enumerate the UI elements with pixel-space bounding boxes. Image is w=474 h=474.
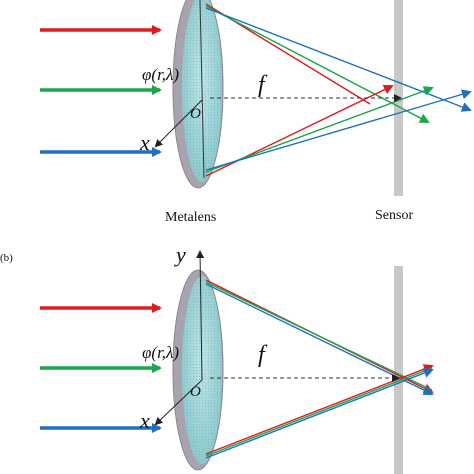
focal-label-a: f: [258, 72, 268, 98]
panel-label-b: (b): [0, 252, 13, 264]
x-axis-label-a: x: [139, 130, 150, 155]
origin-label-b: O: [190, 384, 201, 400]
out-ray-green-bottom-a: [205, 86, 434, 173]
panel-a: φ(r,λ) O x f Metalens Sensor: [40, 0, 472, 225]
y-axis-line-b: [196, 250, 205, 381]
origin-label-a: O: [190, 106, 201, 122]
out-ray-blue-top-a: [205, 7, 472, 112]
phase-label-b: φ(r,λ): [142, 343, 179, 362]
panel-b: (b) y φ(r,λ) O x f: [0, 242, 434, 474]
out-ray-blue-bottom-a: [205, 89, 472, 171]
x-axis-label-b: x: [139, 408, 150, 433]
focal-label-b: f: [258, 342, 268, 368]
x-axis-line-a: [154, 99, 203, 148]
out-ray-green-bottom-b: [205, 367, 433, 457]
x-axis-line-b: [154, 379, 203, 426]
lens-axis-line-a: [199, 0, 205, 179]
y-axis-label-b: y: [174, 242, 186, 267]
out-ray-green-top-b: [205, 281, 433, 391]
sensor-bar-b: [394, 266, 403, 474]
out-ray-blue-bottom-b: [205, 368, 434, 459]
phase-label-a: φ(r,λ): [142, 65, 179, 84]
sensor-caption: Sensor: [375, 208, 413, 223]
metalens-caption: Metalens: [165, 210, 216, 225]
out-ray-red-bottom-a: [205, 84, 394, 177]
